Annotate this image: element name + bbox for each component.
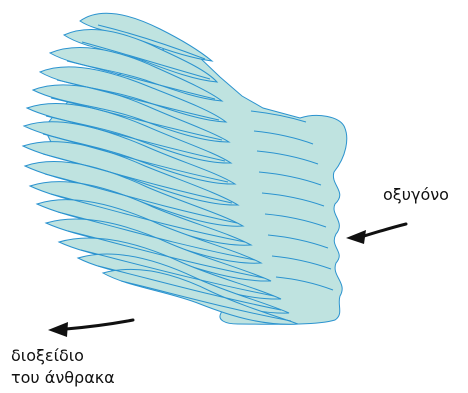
arrow-co2 [48, 320, 133, 337]
arrow-oxygen-head [346, 230, 366, 244]
arrow-co2-shaft [66, 320, 133, 329]
oxygen-label: οξυγόνο [383, 184, 449, 206]
arrow-co2-head [48, 322, 68, 337]
carbon-dioxide-label: διοξείδιο του άνθρακα [11, 345, 115, 389]
carbon-dioxide-label-line-2: του άνθρακα [11, 367, 115, 389]
arrow-oxygen [346, 224, 406, 244]
arrow-oxygen-shaft [361, 224, 406, 237]
carbon-dioxide-label-line-1: διοξείδιο [11, 345, 115, 367]
